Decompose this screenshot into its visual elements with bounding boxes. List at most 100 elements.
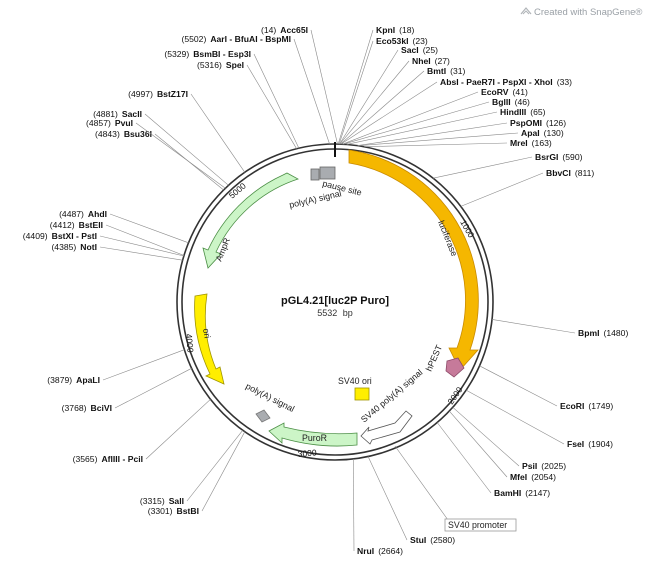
site-label-stui[interactable]: StuI(2580): [410, 535, 455, 545]
site-label-bmti[interactable]: BmtI(31): [427, 66, 466, 76]
site-label-fsei[interactable]: FseI(1904): [567, 439, 613, 449]
site-label-afliii-pcii[interactable]: (3565)AflIII - PciI: [73, 454, 143, 464]
site-leader-line: [99, 235, 184, 257]
site-position: (14): [261, 25, 276, 35]
plasmid-name: pGL4.21[luc2P Puro]: [281, 295, 389, 307]
site-label-bstxi-psti[interactable]: (4409)BstXI - PstI: [23, 231, 97, 241]
site-label-eco53ki[interactable]: Eco53kI (23): [376, 36, 428, 46]
site-enzyme-name: BciVI: [91, 403, 113, 413]
site-label-sali[interactable]: (3315)SalI: [140, 496, 184, 506]
site-position: (3768): [62, 403, 87, 413]
site-label-mrei[interactable]: MreI(163): [510, 138, 552, 148]
site-position: (3565): [73, 454, 98, 464]
snapgene-logo-icon: [520, 7, 532, 15]
site-enzyme-name: BstEII: [79, 220, 103, 230]
site-label-bpmi[interactable]: BpmI(1480): [578, 328, 628, 338]
site-label-aari-bfuai-bspmi[interactable]: (5502)AarI - BfuAI - BspMI: [181, 34, 291, 44]
site-leader-line: [343, 101, 490, 145]
site-enzyme-name: BstXI - PstI: [52, 231, 97, 241]
site-enzyme-name: PspOMI: [510, 118, 542, 128]
site-enzyme-name: BbvCI: [546, 168, 571, 178]
site-position: (1749): [588, 401, 613, 411]
site-label-nhei[interactable]: NheI(27): [412, 56, 450, 66]
site-label-absi-paer7i-pspxi-xhoi[interactable]: AbsI - PaeR7I - PspXI - XhoI(33): [440, 77, 572, 87]
feature-pause-site-box: [319, 166, 336, 180]
site-label-bbvci[interactable]: BbvCI(811): [546, 168, 594, 178]
site-leader-line: [135, 122, 226, 189]
site-label-ahdi[interactable]: (4487)AhdI: [59, 209, 107, 219]
site-label-spei[interactable]: (5316)SpeI: [197, 60, 244, 70]
feature-ampr[interactable]: AmpR: [202, 172, 300, 269]
feature-label-puror: PuroR: [302, 433, 327, 443]
site-position: (3879): [47, 375, 72, 385]
site-enzyme-name: SacI: [401, 45, 419, 55]
site-label-pspomi[interactable]: PspOMI(126): [510, 118, 566, 128]
site-leader-line: [253, 53, 300, 149]
site-label-bsmbi-esp3i[interactable]: (5329)BsmBI - Esp3I: [164, 49, 251, 59]
site-label-bsu36i[interactable]: (4843)Bsu36I: [95, 129, 152, 139]
site-label-bstz17i[interactable]: (4997)BstZ17I: [128, 89, 188, 99]
watermark-text: Created with SnapGene®: [534, 7, 642, 18]
site-label-pvui[interactable]: (4857)PvuI: [86, 118, 133, 128]
site-label-acc65i[interactable]: (14)Acc65I: [261, 25, 308, 35]
site-position: (23): [413, 36, 428, 46]
site-label-ecori[interactable]: EcoRI(1749): [560, 401, 613, 411]
site-label-sacii[interactable]: (4881)SacII: [93, 109, 142, 119]
restriction-sites: (14)Acc65I KpnI(18)Eco53kI (23)SacI (25)Nhe…: [23, 25, 629, 556]
feature-polya-signal-lower[interactable]: poly(A) signal: [244, 381, 296, 423]
site-leader-line: [479, 365, 558, 407]
site-label-mfei[interactable]: MfeI(2054): [510, 472, 556, 482]
site-label-psii[interactable]: PsiI(2025): [522, 461, 566, 471]
site-position: (2025): [541, 461, 566, 471]
site-leader-line: [364, 142, 508, 147]
site-position: (46): [515, 97, 530, 107]
site-label-bsteii[interactable]: (4412) BstEII: [50, 220, 103, 230]
site-label-bcivi[interactable]: (3768) BciVI: [62, 403, 112, 413]
site-enzyme-name: Eco53kI: [376, 36, 409, 46]
feature-sv40-ori[interactable]: SV40 ori: [338, 376, 372, 401]
site-leader-line: [293, 38, 330, 145]
site-leader-line: [452, 407, 520, 467]
site-label-noti[interactable]: (4385)NotI: [51, 242, 97, 252]
feature-sv40-promoter[interactable]: SV40 promoter: [394, 445, 517, 532]
site-enzyme-name: BsrGI: [535, 152, 558, 162]
site-label-apali[interactable]: (3879)ApaLI: [47, 375, 100, 385]
site-label-bglii[interactable]: BglII(46): [492, 97, 530, 107]
site-position: (2147): [525, 488, 550, 498]
site-position: (4412): [50, 220, 75, 230]
site-enzyme-name: EcoRV: [481, 87, 509, 97]
site-enzyme-name: FseI: [567, 439, 584, 449]
tick-4000: 4000: [184, 333, 196, 353]
site-enzyme-name: ApaI: [521, 128, 540, 138]
site-label-hindiii[interactable]: HindIII(65): [500, 107, 546, 117]
site-leader-line: [339, 49, 399, 145]
site-label-nrui[interactable]: NruI(2664): [357, 546, 403, 556]
site-label-bstbi[interactable]: (3301)BstBI: [148, 506, 199, 516]
site-label-saci[interactable]: SacI (25): [401, 45, 438, 55]
feature-ori[interactable]: ori: [194, 293, 225, 385]
site-label-kpni[interactable]: KpnI(18): [376, 25, 415, 35]
site-label-ecorv[interactable]: EcoRV(41): [481, 87, 528, 97]
site-enzyme-name: BpmI: [578, 328, 599, 338]
feature-luciferase[interactable]: luciferase: [348, 149, 479, 371]
feature-purof[interactable]: PuroR: [268, 422, 358, 447]
site-label-apai[interactable]: ApaI (130): [521, 128, 564, 138]
site-position: (5502): [181, 34, 206, 44]
site-label-bsrgi[interactable]: BsrGI(590): [535, 152, 583, 162]
site-position: (33): [557, 77, 572, 87]
site-leader-line: [449, 410, 508, 478]
site-leader-line: [352, 458, 355, 552]
site-position: (25): [423, 45, 438, 55]
site-enzyme-name: BamHI: [494, 488, 521, 498]
feature-label-polya-signal-upper: poly(A) signal: [288, 188, 342, 210]
site-enzyme-name: PvuI: [115, 118, 133, 128]
site-position: (130): [544, 128, 564, 138]
site-enzyme-name: Bsu36I: [124, 129, 152, 139]
site-position: (18): [399, 25, 414, 35]
site-enzyme-name: NheI: [412, 56, 431, 66]
site-leader-line: [190, 93, 246, 173]
feature-label-hpest: hPEST: [424, 343, 445, 373]
site-label-bamhi[interactable]: BamHI (2147): [494, 488, 550, 498]
site-position: (4997): [128, 89, 153, 99]
